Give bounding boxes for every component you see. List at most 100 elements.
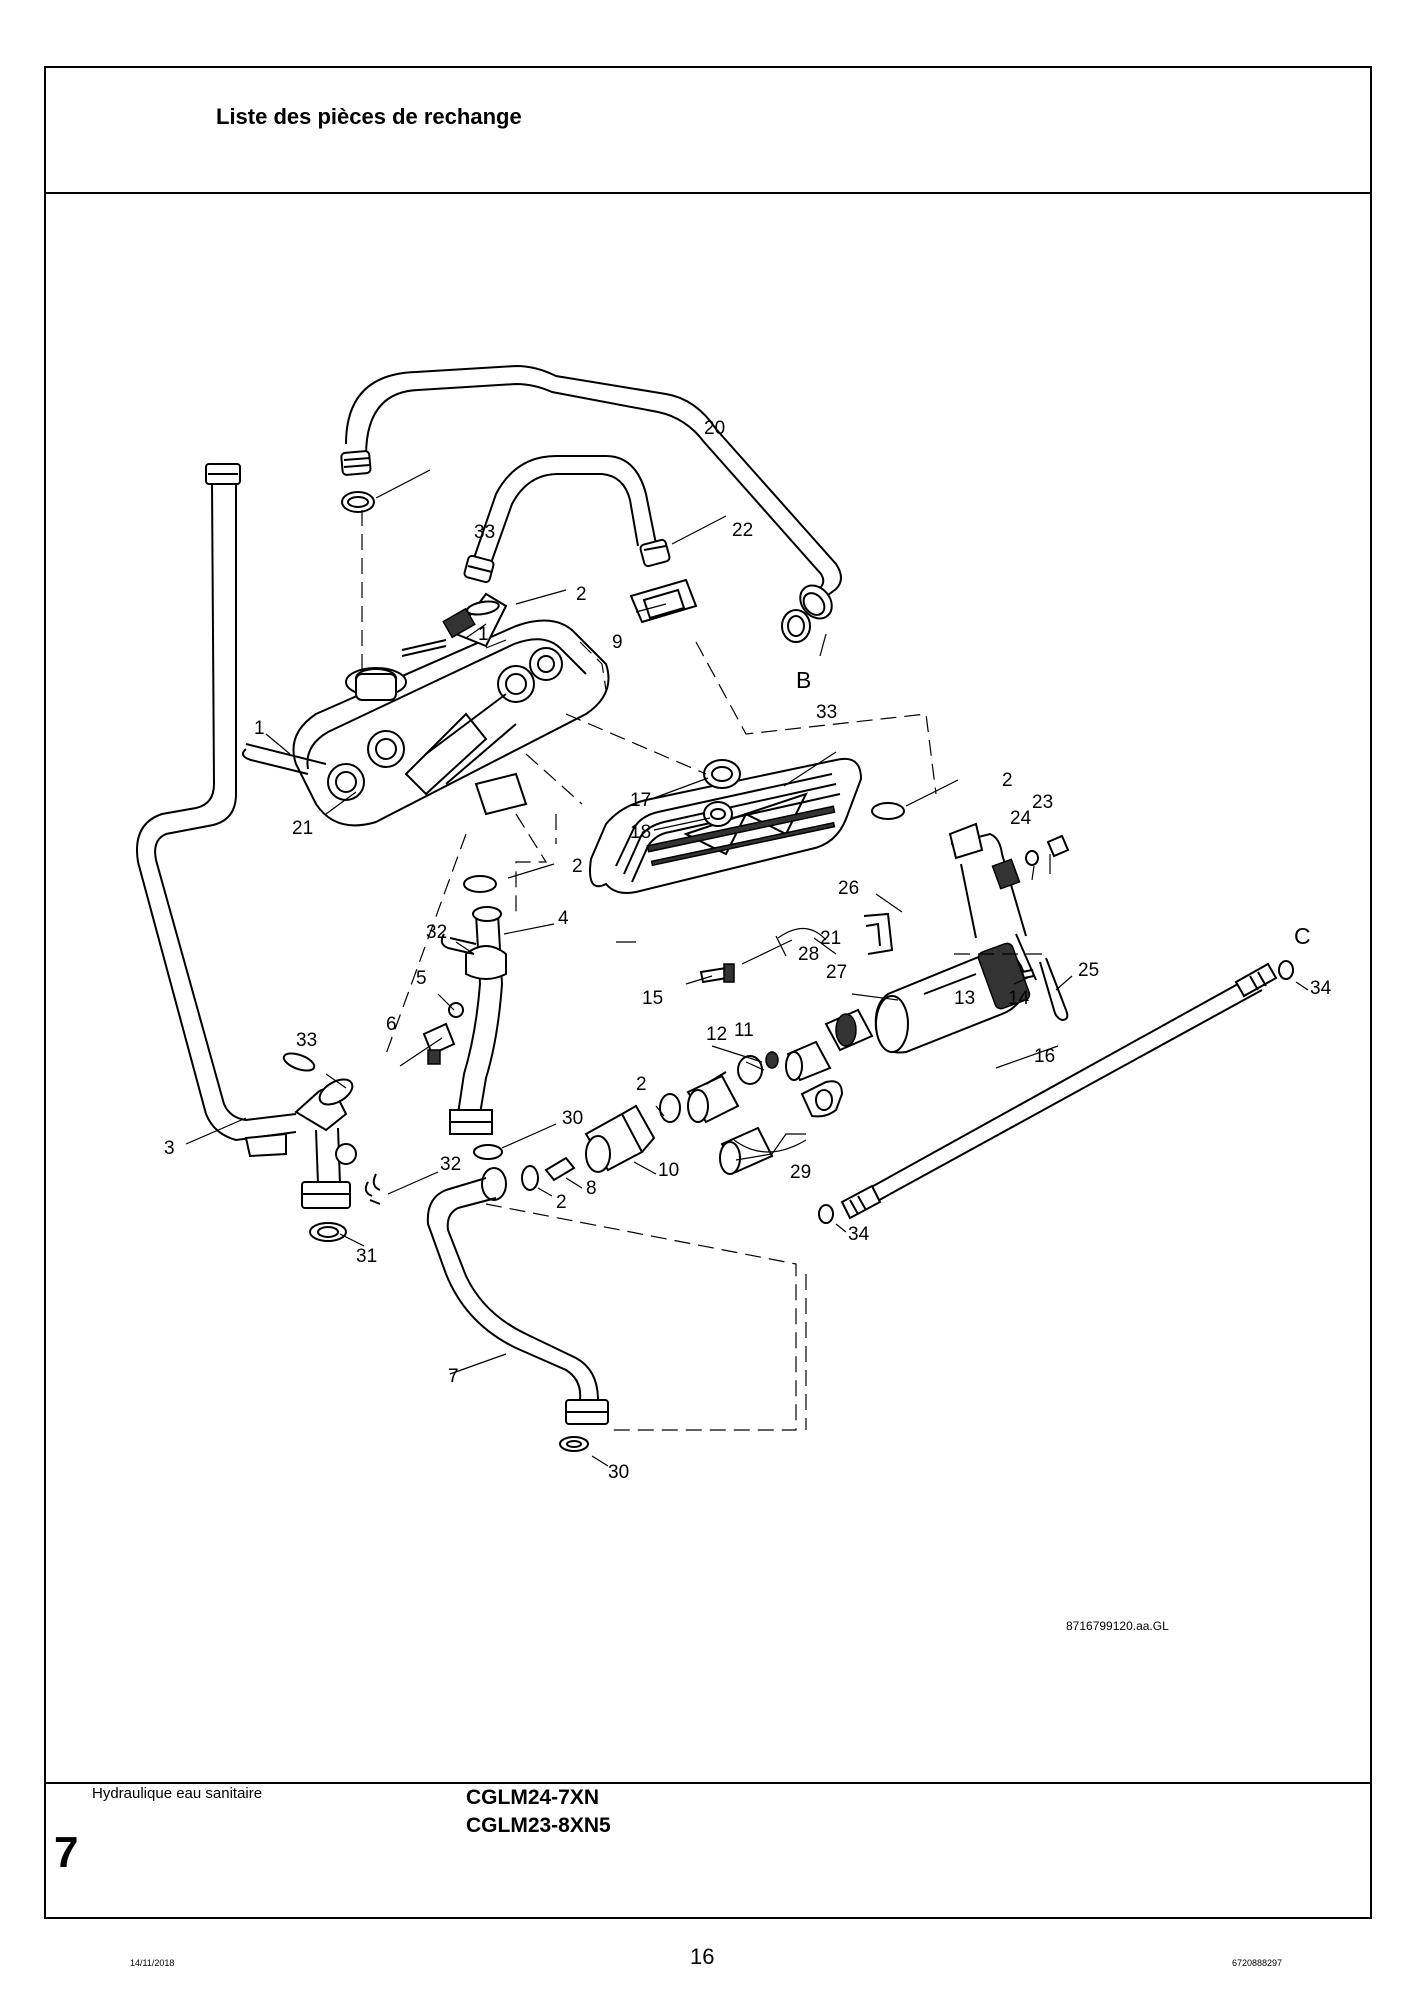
seal-11 (737, 1051, 779, 1085)
section-number: 7 (54, 1828, 79, 1877)
seal-17 (703, 759, 741, 789)
label-19: 20 (704, 418, 725, 439)
label-12: 12 (706, 1024, 727, 1045)
clip-32-lower (364, 1173, 381, 1205)
label-30: 30 (562, 1108, 583, 1129)
header-divider (46, 192, 1370, 194)
seal-24 (1025, 850, 1039, 866)
pipe-3 (136, 463, 357, 1209)
label-32: 32 (426, 922, 447, 943)
sleeve-27 (824, 1008, 874, 1052)
exploded-parts-diagram: 20 33 22 2 1 9 B 33 1 2 23 24 17 18 21 2… (46, 194, 1370, 1782)
oring-2-mid (463, 875, 497, 893)
sensor-6 (422, 1022, 456, 1065)
pipe-4 (449, 906, 507, 1135)
clip-9 (629, 578, 698, 624)
seal-5 (448, 1002, 464, 1018)
label-23: 23 (1032, 792, 1053, 813)
label-2: 2 (636, 1074, 647, 1095)
oring-2-right (871, 802, 905, 820)
label-30: 30 (608, 1462, 629, 1483)
label-6: 6 (386, 1014, 397, 1035)
plug-23 (1046, 834, 1070, 858)
hose-22 (463, 455, 671, 584)
model-name-2: CGLM23-8XN5 (466, 1814, 611, 1837)
label-18: 18 (630, 822, 651, 843)
label-21: 21 (292, 818, 313, 839)
connector-10 (584, 1104, 656, 1173)
label-34: 34 (848, 1224, 870, 1245)
pin-8 (544, 1156, 576, 1182)
fitting-12 (686, 1071, 740, 1124)
section-title: Hydraulique eau sanitaire (92, 1785, 263, 1802)
clip-26 (863, 912, 894, 955)
label-34: 34 (1310, 978, 1332, 999)
label-c: C (1294, 923, 1311, 949)
hydraulic-block-21 (292, 592, 610, 827)
oring-2-lower (521, 1165, 539, 1191)
label-33: 33 (474, 522, 495, 543)
label-31: 31 (356, 1246, 377, 1267)
seal-18 (703, 801, 733, 827)
label-1: 1 (478, 624, 489, 645)
print-date: 14/11/2018 (130, 1958, 175, 1968)
label-2: 2 (572, 856, 583, 877)
label-11: 11 (734, 1020, 754, 1041)
sleeve-28 (785, 1040, 832, 1082)
label-33: 33 (816, 702, 837, 723)
label-5: 5 (416, 968, 427, 989)
oring-2-top (466, 600, 500, 616)
label-b: B (796, 667, 811, 693)
label-32: 32 (440, 1154, 461, 1175)
label-15: 15 (642, 988, 663, 1009)
oring-2-center (659, 1093, 681, 1123)
pipe-7 (426, 1167, 609, 1425)
plate-heat-exchanger-20 (589, 757, 863, 894)
oring-33-b (781, 609, 811, 643)
document-code: 6720888297 (1232, 1958, 1283, 1968)
label-28: 28 (798, 944, 819, 965)
footer-divider (46, 1782, 1370, 1784)
label-8: 8 (586, 1178, 597, 1199)
diagram-reference-code: 8716799120.aa.GL (1066, 1619, 1169, 1633)
label-1: 1 (254, 718, 265, 739)
seal-30-mid (473, 1144, 503, 1160)
label-13: 13 (954, 988, 975, 1009)
spring-clip-1b (401, 639, 447, 657)
label-29: 29 (790, 1162, 811, 1183)
label-33: 33 (296, 1030, 317, 1051)
spring-clip-1 (241, 743, 327, 775)
label-16: 16 (1034, 1046, 1055, 1067)
label-22: 22 (732, 520, 753, 541)
label-14: 14 (1008, 988, 1030, 1009)
label-2: 2 (556, 1192, 567, 1213)
label-17: 17 (630, 790, 651, 811)
page-number: 16 (690, 1944, 715, 1969)
label-27: 27 (826, 962, 847, 983)
oring-33-top (341, 491, 375, 513)
clip-32-upper (440, 933, 477, 955)
label-2: 2 (1002, 770, 1013, 791)
clip-25 (1039, 957, 1069, 1022)
label-26: 26 (838, 878, 859, 899)
label-9: 9 (612, 632, 623, 653)
hose-19 (340, 364, 842, 620)
label-3: 3 (164, 1138, 175, 1159)
label-4: 4 (558, 908, 569, 929)
label-7: 7 (448, 1366, 459, 1387)
seal-31 (309, 1222, 347, 1242)
valve-body-right (948, 822, 1027, 939)
seal-34-right (1278, 960, 1294, 980)
label-24: 24 (1010, 808, 1032, 829)
label-2: 2 (576, 584, 587, 605)
seal-34-left (818, 1204, 834, 1224)
label-20: 21 (820, 928, 841, 949)
label-10: 10 (658, 1160, 679, 1181)
oring-33-left (282, 1052, 316, 1072)
hose-16 (840, 962, 1278, 1220)
bolt-15 (699, 963, 735, 984)
model-name-1: CGLM24-7XN (466, 1786, 600, 1809)
diverter-13 (874, 933, 1037, 1054)
page-frame: Liste des pièces de rechange (44, 66, 1372, 1919)
fitting-29 (719, 1080, 844, 1175)
